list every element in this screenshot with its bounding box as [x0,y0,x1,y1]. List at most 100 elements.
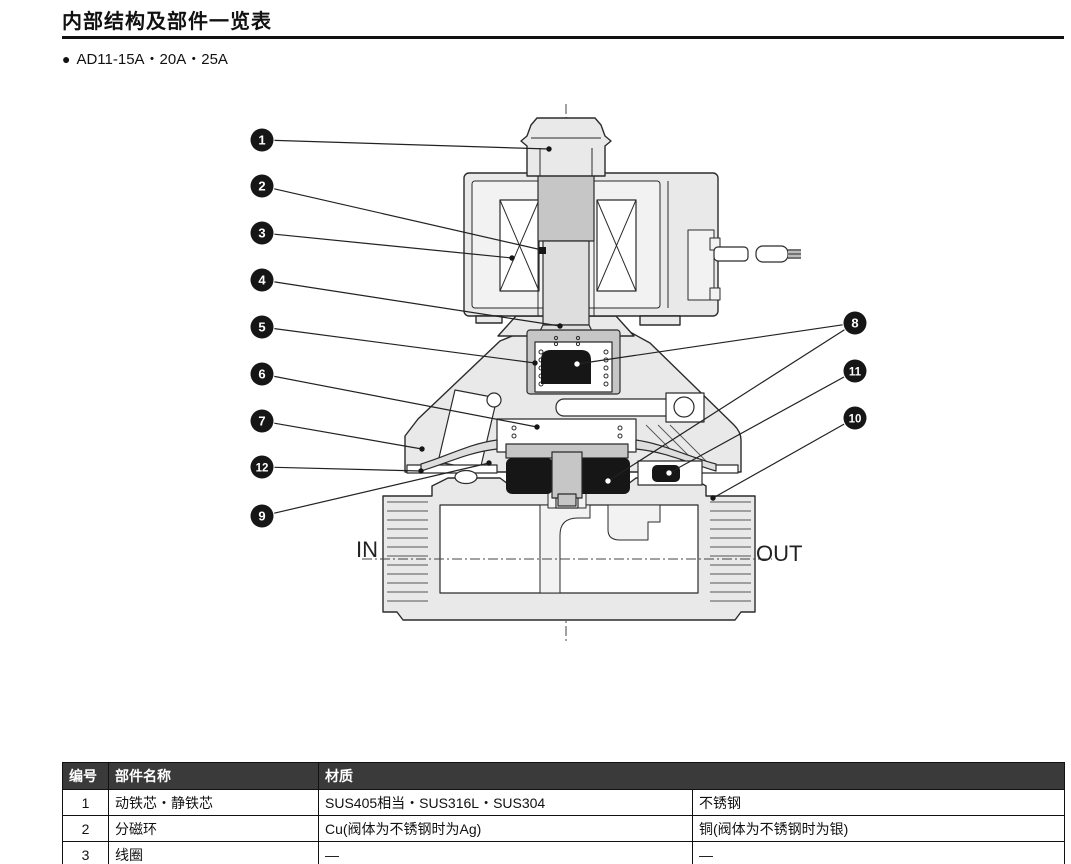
callout-10: 10 [710,406,867,501]
model-numbers: AD11-15A・20A・25A [76,51,228,68]
leader-dot [710,495,716,501]
leader-dot [666,470,672,476]
leader-line [274,188,543,251]
callout-circle [250,128,274,152]
leader-line [274,466,422,472]
leader-dot [419,446,425,452]
cell-part-name: 分磁环 [108,815,319,842]
callout-2: 2 [250,174,545,253]
inlet-thread [387,501,428,602]
callout-circle [250,504,274,528]
check-seal [652,465,680,482]
callout-number: 5 [258,320,265,335]
leader-line [274,462,490,514]
callout-6: 6 [250,362,540,430]
callout-circle [843,311,867,335]
leader-line [712,423,845,499]
housing-tab-left [475,315,503,324]
diaphragm-clamp-left [406,464,498,474]
pilot-assembly [526,329,621,395]
leader-dot [539,247,545,253]
static-core [537,174,595,242]
callout-circle [250,455,274,479]
leader-line [576,324,843,365]
callout-circle [250,174,274,198]
callout-number: 4 [258,273,266,288]
callout-number: 1 [258,133,265,148]
leader-dot [532,360,538,366]
leader-line [274,328,536,364]
leader-dot [534,424,540,430]
title-rule [62,36,1064,39]
valve-body [362,477,772,621]
callout-circle [250,362,274,386]
leader-dot [418,468,424,474]
callout-12: 12 [250,455,424,479]
leader-line [668,376,845,474]
callout-circle [250,221,274,245]
callout-number: 6 [258,367,265,382]
coil-winding-right [596,199,637,292]
clamp-screw [454,469,478,485]
header-no: 编号 [62,762,109,790]
cell-no: 2 [62,815,109,842]
leader-line [274,139,550,150]
leader-dot [605,478,611,484]
housing-tab-right [639,315,681,326]
leader-dot [557,323,563,329]
cell-material-a: SUS405相当・SUS316L・SUS304 [318,789,693,816]
bullet-icon: ● [62,50,71,67]
callout-circle [250,268,274,292]
callout-5: 5 [250,315,538,366]
page-title: 内部结构及部件一览表 [62,11,272,33]
leader-line [274,375,538,428]
leader-dot [486,460,492,466]
outlet-thread [710,501,751,602]
callout-circle [250,409,274,433]
cell-part-name: 线圈 [108,841,319,864]
table-header-row: 编号 部件名称 材质 [62,762,1065,790]
leader-dot [546,146,552,152]
callout-11: 11 [666,359,867,476]
tube-end-cap [486,392,502,408]
body-center-web [539,504,591,594]
callout-number: 2 [258,179,265,194]
callout-8: 8 [574,311,867,484]
solenoid-section [463,172,801,340]
leader-line [274,281,561,327]
diaphragm-assembly [420,418,717,507]
cell-no: 1 [62,789,109,816]
manual-override-rod [555,392,705,423]
callout-4: 4 [250,268,563,329]
outlet-passage-wall [607,504,661,541]
stem-tip [557,493,577,507]
leader-line [274,422,423,450]
cell-part-name: 动铁芯・静铁芯 [108,789,319,816]
callout-number: 11 [849,367,862,379]
seal-stem [551,451,583,499]
leader-line [274,233,513,259]
callout-circle [250,315,274,339]
in-label: IN [356,537,378,562]
lead-wire [713,245,801,263]
header-material: 材质 [318,762,1065,790]
coil-winding-left [499,199,540,292]
moving-core [542,240,590,326]
cell-material-b: — [692,841,1065,864]
model-subtitle: ● AD11-15A・20A・25A [62,48,228,69]
callout-number: 8 [851,316,858,331]
leader-dot [574,361,580,367]
cell-material-b: 铜(阀体为不锈钢时为银) [692,815,1065,842]
cell-no: 3 [62,841,109,864]
callout-number: 3 [258,226,265,241]
cell-material-b: 不锈钢 [692,789,1065,816]
out-label: OUT [756,541,802,566]
callout-number: 7 [258,414,265,429]
